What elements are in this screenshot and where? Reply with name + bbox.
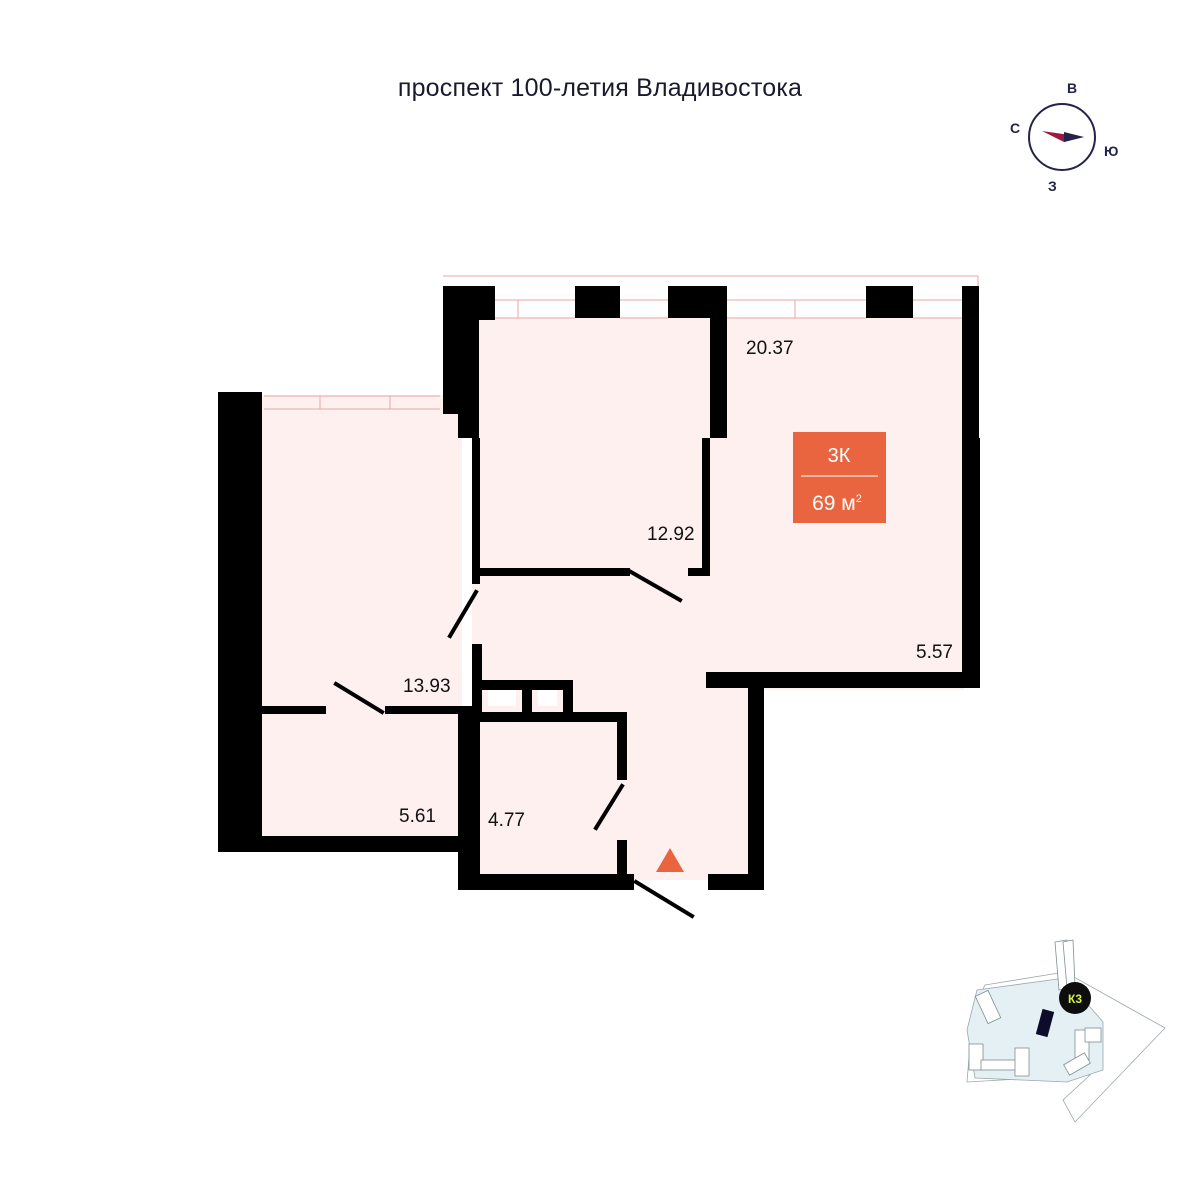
area-bedroom-left: 13.93 bbox=[403, 676, 451, 697]
compass-north: С bbox=[1010, 120, 1020, 136]
compass-south: Ю bbox=[1104, 143, 1118, 159]
compass-arrow-tail-icon bbox=[1064, 132, 1084, 142]
compass-ring bbox=[1028, 103, 1096, 171]
area-living-room: 20.37 bbox=[746, 338, 794, 359]
ventilation-shaft bbox=[538, 690, 557, 706]
entrance-icon bbox=[656, 848, 684, 872]
compass-east: В bbox=[1067, 80, 1077, 96]
building-tag: К3 bbox=[1068, 992, 1082, 1006]
ventilation-shaft bbox=[488, 690, 516, 706]
walls bbox=[218, 286, 980, 890]
compass-west: З bbox=[1048, 178, 1057, 194]
apartment-area: 69 м2 bbox=[812, 492, 862, 515]
area-room-bottom-left: 5.61 bbox=[399, 806, 436, 827]
apartment-badge: 3К 69 м2 bbox=[793, 432, 886, 523]
highlighted-building-icon bbox=[1035, 1008, 1055, 1038]
building-tag-badge bbox=[1059, 982, 1091, 1014]
street-name: проспект 100-летия Владивостока bbox=[397, 74, 803, 102]
door-swings bbox=[333, 569, 695, 919]
site-minimap: К3 bbox=[966, 939, 1166, 1123]
area-bathroom: 4.77 bbox=[488, 810, 525, 831]
apartment-rooms: 3К bbox=[828, 445, 851, 467]
site-buildings bbox=[968, 939, 1102, 1077]
area-bedroom-middle: 12.92 bbox=[647, 524, 695, 545]
floor-area bbox=[262, 318, 964, 880]
area-kitchen: 5.57 bbox=[916, 642, 953, 663]
compass: С В Ю З bbox=[1010, 80, 1118, 194]
